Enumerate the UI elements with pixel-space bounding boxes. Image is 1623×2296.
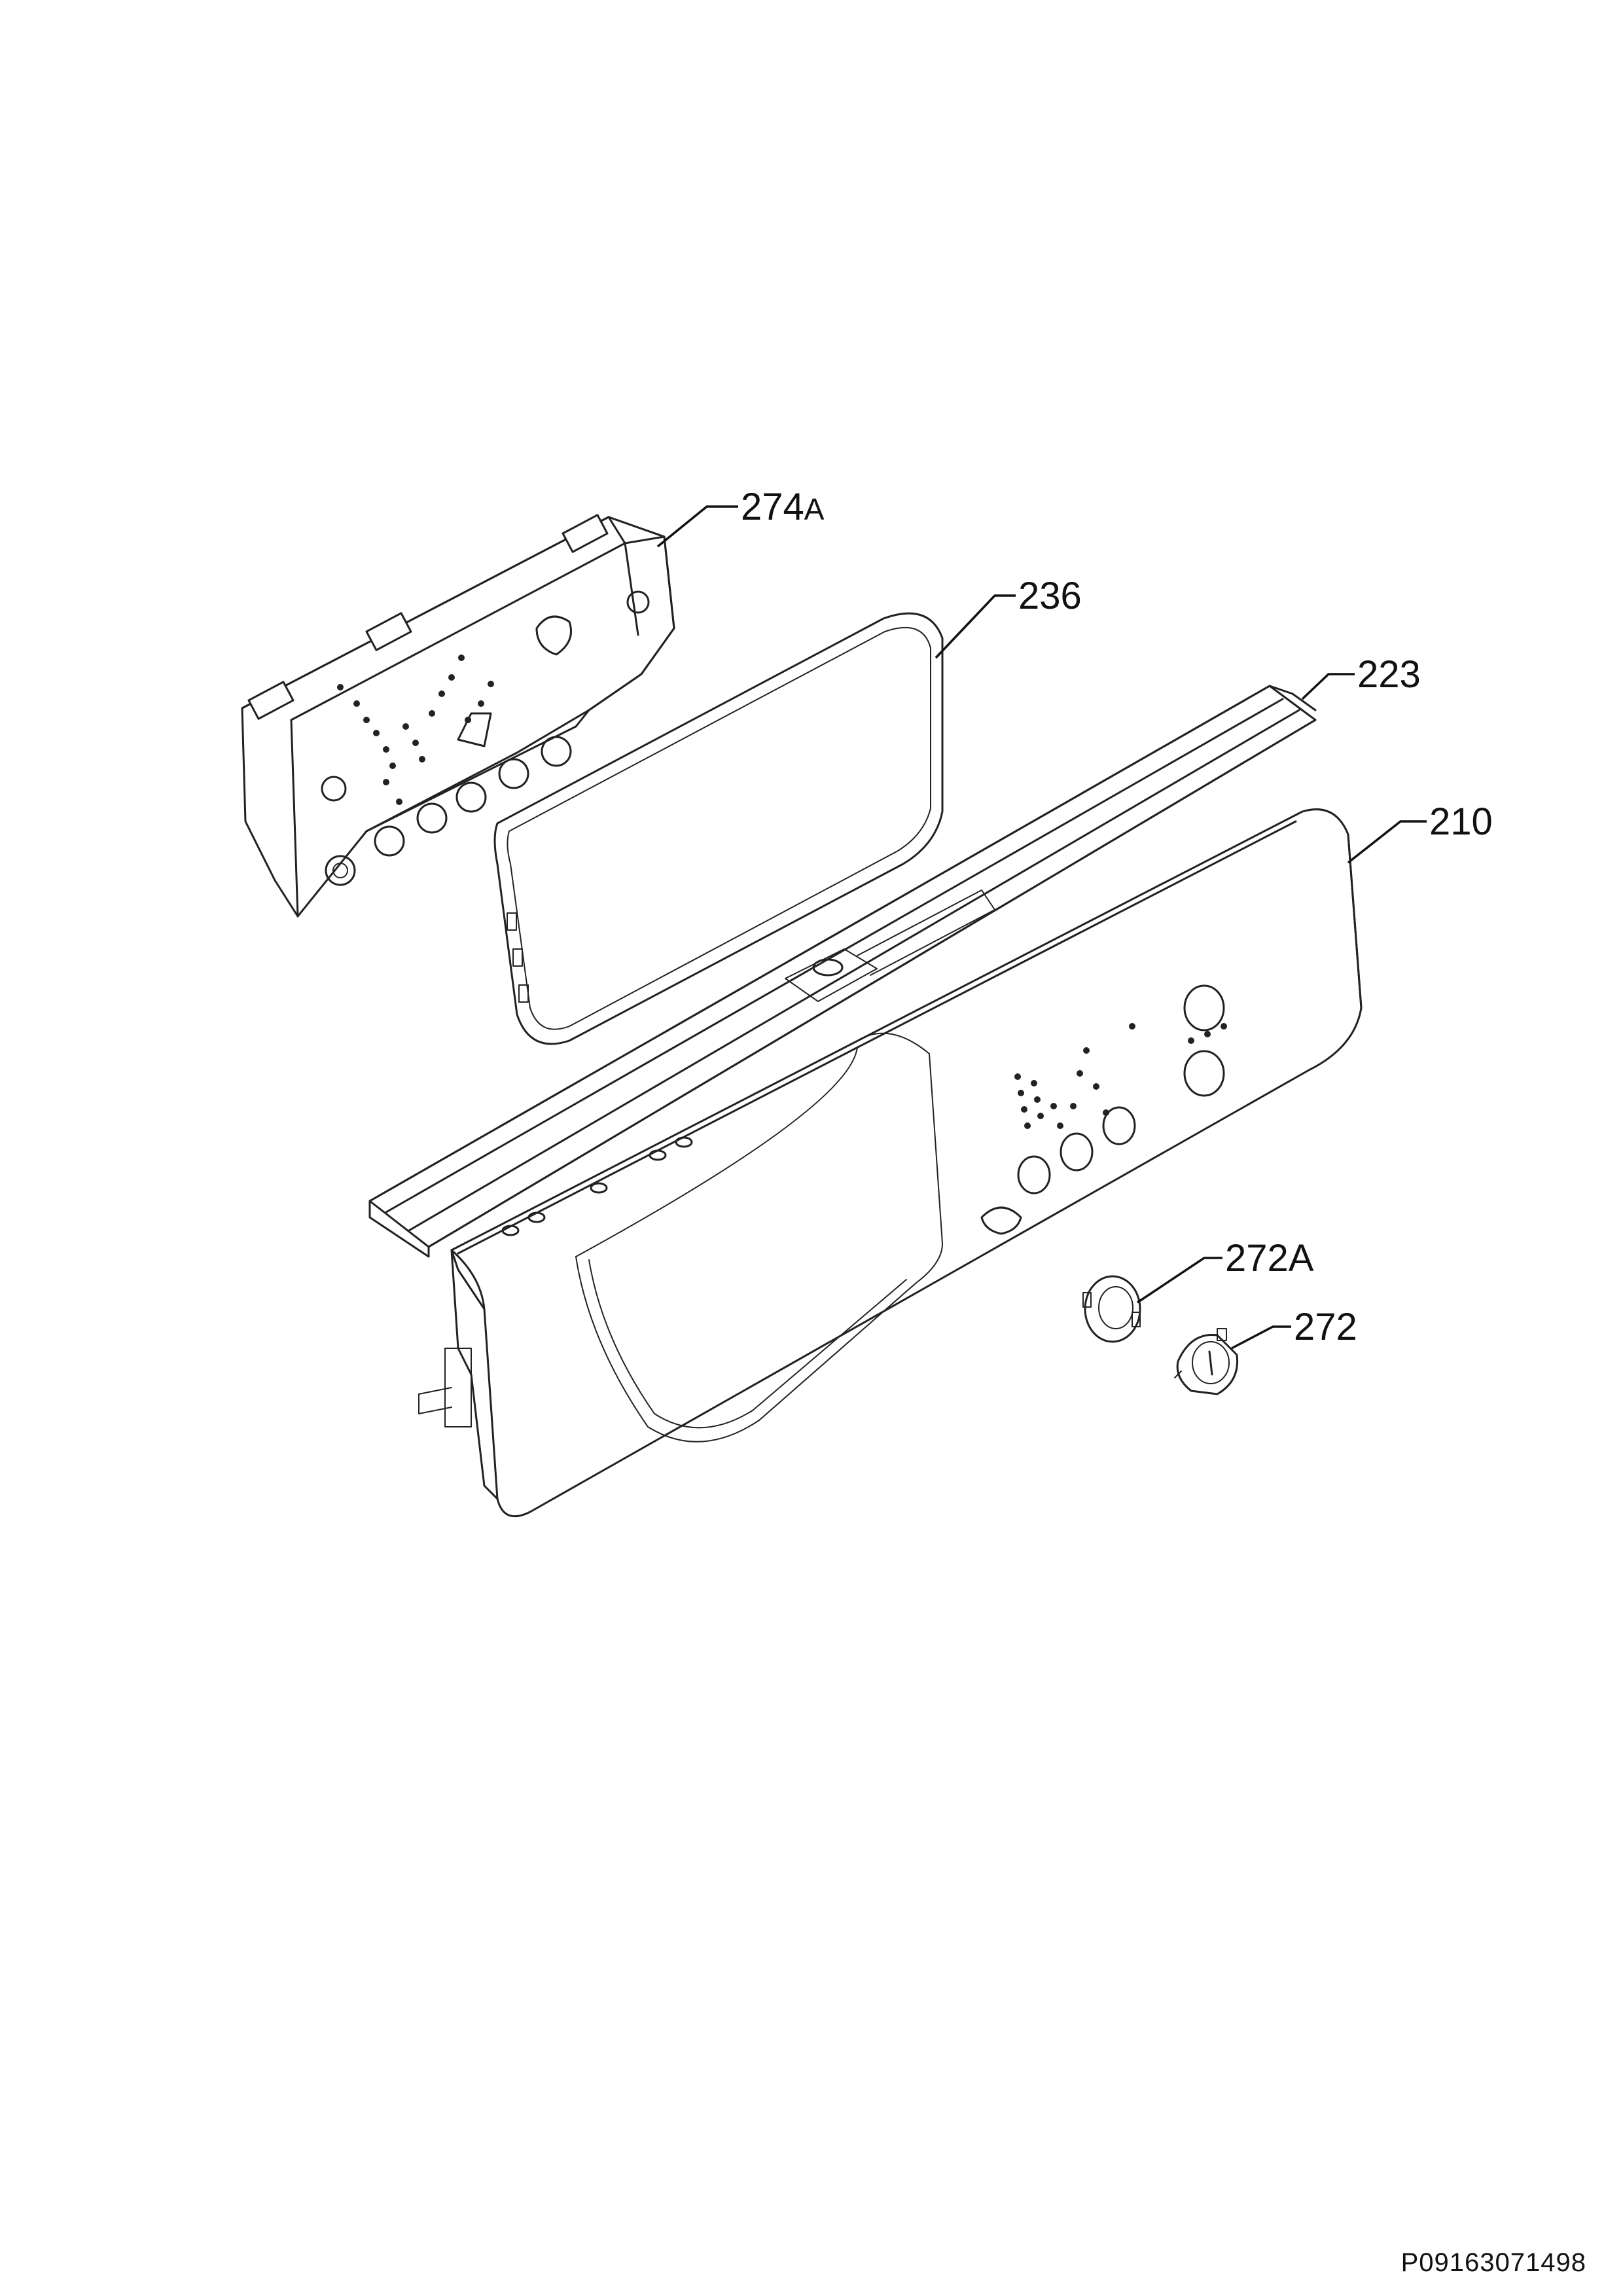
leader-274a (656, 505, 738, 548)
part-274a-control-board (241, 514, 675, 918)
callout-labels: 274A 236 223 210 272A 272 (741, 486, 1493, 1348)
diagram-reference-code: P09163071498 (1400, 2248, 1586, 2277)
callout-272-label: 272 (1294, 1306, 1357, 1348)
leader-272 (1231, 1325, 1291, 1350)
leader-210 (1347, 820, 1427, 864)
part-223-rail (368, 685, 1317, 1258)
part-272-knob (1174, 1328, 1239, 1395)
leader-lines (656, 505, 1427, 1350)
part-272a-knob-ring (1082, 1275, 1141, 1343)
callout-223-label: 223 (1357, 653, 1421, 696)
callout-274a-label: 274A (741, 486, 825, 528)
part-210-control-panel (418, 808, 1363, 1518)
part-236-gasket (493, 612, 944, 1045)
callout-236-label: 236 (1018, 575, 1082, 617)
callout-272a-label: 272A (1225, 1237, 1314, 1280)
callout-210-label: 210 (1429, 800, 1493, 843)
leader-236 (935, 594, 1016, 659)
leader-223 (1301, 673, 1355, 700)
leader-272a (1137, 1257, 1222, 1304)
